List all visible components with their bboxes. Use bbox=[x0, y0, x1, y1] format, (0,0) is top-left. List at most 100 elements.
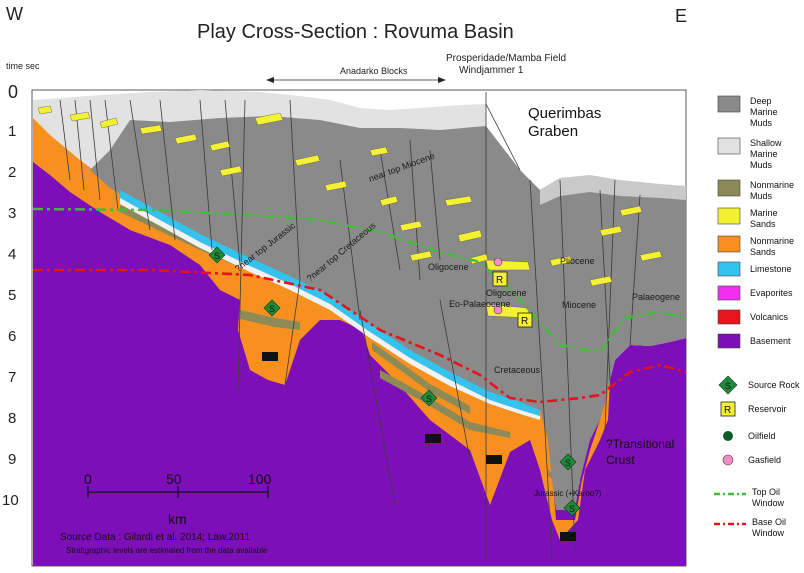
svg-text:Marine: Marine bbox=[750, 208, 778, 218]
svg-text:Evaporites: Evaporites bbox=[750, 288, 793, 298]
svg-text:S: S bbox=[565, 458, 571, 468]
anadarko-arrow-left-head bbox=[266, 77, 274, 83]
fault-lines bbox=[59, 92, 641, 561]
depth-tick: 1 bbox=[8, 123, 16, 140]
marine-sands-lenses bbox=[37, 105, 663, 319]
svg-text:Muds: Muds bbox=[750, 191, 773, 201]
legend-item-volcanics: Volcanics bbox=[717, 309, 789, 325]
svg-text:Marine: Marine bbox=[750, 149, 778, 159]
unit-label: Miocene bbox=[562, 300, 596, 310]
field-name: Prosperidade/Mamba Field bbox=[446, 53, 566, 64]
svg-text:S: S bbox=[569, 504, 575, 514]
svg-text:S: S bbox=[214, 251, 220, 261]
svg-text:Nonmarine: Nonmarine bbox=[750, 236, 794, 246]
anadarko-label: Anadarko Blocks bbox=[340, 66, 408, 76]
legend-item-top-oil: Top Oil Window bbox=[714, 487, 785, 508]
svg-text:Base Oil: Base Oil bbox=[752, 517, 786, 527]
unit-label: Pliocene bbox=[560, 256, 595, 266]
svg-text:Marine: Marine bbox=[750, 107, 778, 117]
shallow-marine-band bbox=[540, 175, 686, 205]
svg-text:S: S bbox=[725, 381, 731, 391]
black-block bbox=[425, 434, 441, 443]
deep-marine-layer bbox=[90, 116, 686, 510]
nonmarine-muds-band bbox=[372, 342, 470, 414]
svg-text:S: S bbox=[426, 394, 432, 404]
limestone-band bbox=[120, 190, 540, 416]
graben-label: Graben bbox=[528, 123, 578, 140]
svg-text:Limestone: Limestone bbox=[750, 264, 792, 274]
scale-tick: 50 bbox=[166, 471, 182, 487]
svg-text:Nonmarine: Nonmarine bbox=[750, 180, 794, 190]
basement-layer bbox=[33, 128, 686, 566]
svg-text:Muds: Muds bbox=[750, 118, 773, 128]
gasfield-marker bbox=[493, 305, 503, 315]
reservoir-marker: R bbox=[492, 271, 508, 287]
reservoir-marker: R bbox=[517, 312, 533, 328]
east-label: E bbox=[675, 6, 687, 26]
scale-tick: 100 bbox=[248, 471, 272, 487]
legend-item-deep-marine: Deep Marine Muds bbox=[717, 95, 778, 128]
svg-text:Shallow: Shallow bbox=[750, 138, 782, 148]
depth-tick: 6 bbox=[8, 328, 16, 345]
legend: Deep Marine Muds Shallow Marine Muds Non… bbox=[714, 95, 800, 538]
svg-text:Source Rock: Source Rock bbox=[748, 380, 800, 390]
source-citation: Source Data : Gilardi et al. 2014; Law,2… bbox=[60, 532, 250, 543]
svg-text:R: R bbox=[521, 316, 528, 327]
depth-tick: 2 bbox=[8, 164, 16, 181]
source-rock-marker: S bbox=[420, 389, 438, 407]
legend-item-limestone: Limestone bbox=[717, 261, 792, 277]
white-sliver-band bbox=[120, 198, 540, 420]
black-block bbox=[560, 532, 576, 541]
crust-label: ?Transitional bbox=[606, 437, 674, 451]
unit-label: Palaeogene bbox=[632, 292, 680, 302]
scale-unit: km bbox=[168, 511, 187, 527]
section-body: S S S S S R R Q bbox=[31, 89, 687, 567]
depth-axis: 0 1 2 3 4 5 6 7 8 9 10 bbox=[2, 82, 19, 509]
svg-text:Window: Window bbox=[752, 528, 785, 538]
source-rock-marker: S bbox=[263, 299, 281, 317]
legend-item-evaporites: Evaporites bbox=[717, 285, 793, 301]
nonmarine-muds-band bbox=[380, 370, 510, 438]
west-label: W bbox=[6, 4, 23, 24]
unit-label: Jurassic (+Karoo?) bbox=[534, 489, 602, 498]
graben-label: Querimbas bbox=[528, 105, 601, 122]
legend-item-marine-sands: Marine Sands bbox=[717, 207, 778, 229]
depth-tick: 4 bbox=[8, 246, 16, 263]
unit-label: Cretaceous bbox=[494, 365, 541, 375]
gasfield-marker bbox=[493, 257, 503, 267]
nonmarine-muds-band bbox=[240, 310, 300, 330]
depth-tick: 3 bbox=[8, 205, 16, 222]
svg-text:R: R bbox=[724, 405, 731, 416]
depth-tick: 10 bbox=[2, 492, 19, 509]
svg-text:Deep: Deep bbox=[750, 96, 772, 106]
well-name: Windjammer 1 bbox=[459, 65, 524, 76]
svg-text:S: S bbox=[269, 304, 275, 314]
crust-label: Crust bbox=[606, 453, 635, 467]
depth-tick: 7 bbox=[8, 369, 16, 386]
svg-text:Sands: Sands bbox=[750, 247, 776, 257]
top-oil-window-line bbox=[32, 207, 687, 354]
depth-tick: 9 bbox=[8, 451, 16, 468]
svg-text:Gasfield: Gasfield bbox=[748, 455, 781, 465]
svg-text:R: R bbox=[496, 275, 503, 286]
source-rock-marker: S bbox=[563, 499, 581, 517]
legend-item-base-oil: Base Oil Window bbox=[714, 517, 786, 538]
base-oil-window-line bbox=[33, 268, 687, 404]
svg-text:Oilfield: Oilfield bbox=[748, 431, 776, 441]
black-block bbox=[262, 352, 278, 361]
black-block bbox=[486, 455, 502, 464]
legend-item-basement: Basement bbox=[717, 333, 791, 349]
source-note: Stratigraphic levels are estimated from … bbox=[66, 546, 268, 555]
unit-label: Oligocene bbox=[428, 262, 469, 272]
svg-text:Top Oil: Top Oil bbox=[752, 487, 780, 497]
figure-title: Play Cross-Section : Rovuma Basin bbox=[197, 21, 514, 43]
depth-tick: 5 bbox=[8, 287, 16, 304]
legend-item-source-rock: S Source Rock bbox=[718, 375, 800, 395]
legend-item-nonmarine-muds: Nonmarine Muds bbox=[717, 179, 794, 201]
svg-text:Window: Window bbox=[752, 498, 785, 508]
legend-item-reservoir: R Reservoir bbox=[720, 401, 787, 417]
unit-label: Eo-Palaeocene bbox=[449, 299, 511, 309]
source-rock-marker: S bbox=[559, 453, 577, 471]
